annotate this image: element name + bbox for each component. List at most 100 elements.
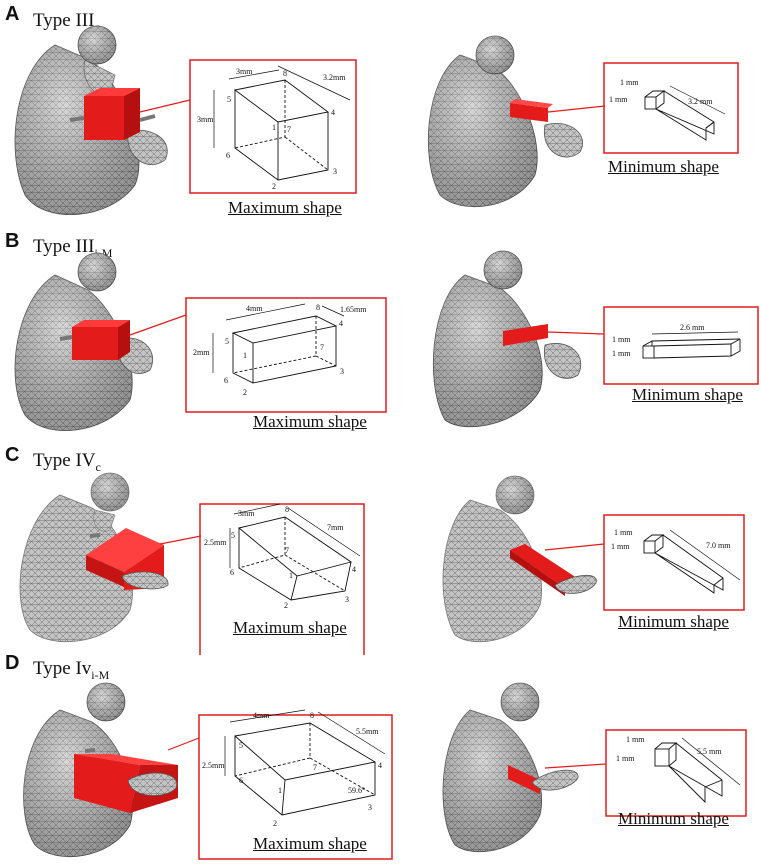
max-shape-frame — [198, 714, 393, 860]
vertex-label: 2 — [243, 388, 247, 397]
dim-label: 3mm — [238, 509, 255, 518]
vertex-label: 1 — [243, 351, 247, 360]
dim-label: 1 mm — [620, 78, 639, 87]
max-shape-caption: Maximum shape — [233, 618, 347, 637]
vertex-label: 7 — [320, 343, 324, 352]
vertex-label: 8 — [285, 505, 289, 514]
vertex-label: 6 — [226, 151, 230, 160]
dim-label: 2.6 mm — [680, 323, 705, 332]
min-shape-frame — [603, 306, 759, 385]
vertex-label: 2 — [272, 182, 276, 191]
dim-label: 1 mm — [626, 735, 645, 744]
dim-label: 5.5 mm — [697, 747, 722, 756]
min-shape-sketch — [643, 529, 741, 594]
vertex-label: 6 — [239, 776, 243, 785]
min-shape-frame — [605, 729, 747, 817]
ear-model-min — [427, 35, 583, 208]
vertex-label: 8 — [316, 303, 320, 312]
dim-label: 1 mm — [612, 335, 631, 344]
min-shape-frame — [603, 514, 745, 611]
panel-c-graphics: 3mm 7mm 2.5mm 8 5 4 1 7 6 3 2 — [19, 472, 745, 655]
panel-a-graphics: 3mm 3.2mm 3mm 8 5 4 1 7 6 3 2 — [14, 25, 739, 215]
min-shape-sketch — [644, 85, 726, 141]
vertex-label: 4 — [352, 565, 356, 574]
min-shape-caption: Minimum shape — [618, 809, 729, 828]
vertex-label: 6 — [224, 376, 228, 385]
dim-label: 4mm — [253, 711, 270, 720]
dim-label: 4mm — [246, 304, 263, 313]
ear-model-min — [442, 682, 542, 853]
max-shape-caption: Maximum shape — [253, 834, 367, 853]
max-shape-sketch — [213, 65, 351, 181]
max-shape-frame — [185, 297, 387, 413]
max-shape-caption: Maximum shape — [253, 412, 367, 431]
vertex-label: 5 — [239, 741, 243, 750]
vertex-label: 8 — [310, 711, 314, 720]
dim-label: 7mm — [327, 523, 344, 532]
dim-label: 5.5mm — [356, 727, 379, 736]
dim-label: 2.5mm — [202, 761, 225, 770]
ear-model-max — [19, 472, 134, 643]
dim-label: 3.2mm — [323, 73, 346, 82]
max-shape-sketch — [229, 503, 361, 601]
min-shape-caption: Minimum shape — [608, 157, 719, 176]
panel-letter: D — [5, 652, 20, 674]
panel-letter: A — [5, 3, 20, 25]
dim-label: 2mm — [193, 348, 210, 357]
implant-min — [508, 765, 579, 794]
ear-model-min — [432, 250, 582, 428]
max-shape-caption: Maximum shape — [228, 198, 342, 217]
min-shape-frame — [603, 62, 739, 154]
dim-label: 1 mm — [611, 542, 630, 551]
max-shape-frame — [199, 503, 365, 655]
dim-label: 3.2 mm — [688, 97, 713, 106]
dim-label: 1.65mm — [340, 305, 367, 314]
vertex-label: 4 — [331, 108, 335, 117]
max-shape-frame — [189, 59, 357, 194]
vertex-label: 7 — [313, 763, 317, 772]
vertex-label: 3 — [333, 167, 337, 176]
vertex-label: 7 — [285, 546, 289, 555]
vertex-label: 6 — [230, 568, 234, 577]
panel-type-title: Type IVc — [33, 450, 101, 474]
ear-model-max — [14, 25, 168, 215]
implant-max — [86, 528, 169, 590]
vertex-label: 7 — [287, 125, 291, 134]
angle-label: 59.6° — [348, 786, 365, 795]
dim-label: 1 mm — [612, 349, 631, 358]
dim-label: 1 mm — [609, 95, 628, 104]
panel-letter: C — [5, 444, 20, 466]
vertex-label: 5 — [227, 95, 231, 104]
dim-label: 3mm — [197, 115, 214, 124]
ear-model-min — [442, 475, 542, 643]
implant-min — [510, 544, 597, 596]
implant-max — [74, 748, 178, 813]
min-shape-caption: Minimum shape — [618, 612, 729, 631]
vertex-label: 3 — [340, 367, 344, 376]
vertex-label: 1 — [278, 786, 282, 795]
vertex-label: 2 — [273, 819, 277, 828]
dim-label: 7.0 mm — [706, 541, 731, 550]
vertex-label: 4 — [339, 319, 343, 328]
vertex-label: 8 — [283, 69, 287, 78]
min-shape-sketch — [654, 737, 741, 804]
vertex-label: 1 — [272, 123, 276, 132]
dim-label: 3mm — [236, 67, 253, 76]
min-shape-caption: Minimum shape — [632, 385, 743, 404]
vertex-label: 4 — [378, 761, 382, 770]
vertex-label: 2 — [284, 601, 288, 610]
implant-max — [69, 88, 156, 140]
max-shape-sketch — [212, 303, 345, 384]
implant-min — [510, 99, 553, 122]
vertex-label: 3 — [345, 595, 349, 604]
panel-letter: B — [5, 230, 20, 252]
dim-label: 2.5mm — [204, 538, 227, 547]
vertex-label: 3 — [368, 803, 372, 812]
panel-d-graphics: 4mm 5.5mm 2.5mm 59.6° 8 5 4 1 7 6 3 2 — [23, 682, 747, 860]
max-shape-sketch — [224, 709, 386, 816]
vertex-label: 1 — [289, 571, 293, 580]
panel-type-title: Type Ivi-M — [33, 658, 110, 682]
dim-label: 1 mm — [614, 528, 633, 537]
vertex-label: 5 — [231, 531, 235, 540]
min-shape-sketch — [642, 331, 741, 359]
